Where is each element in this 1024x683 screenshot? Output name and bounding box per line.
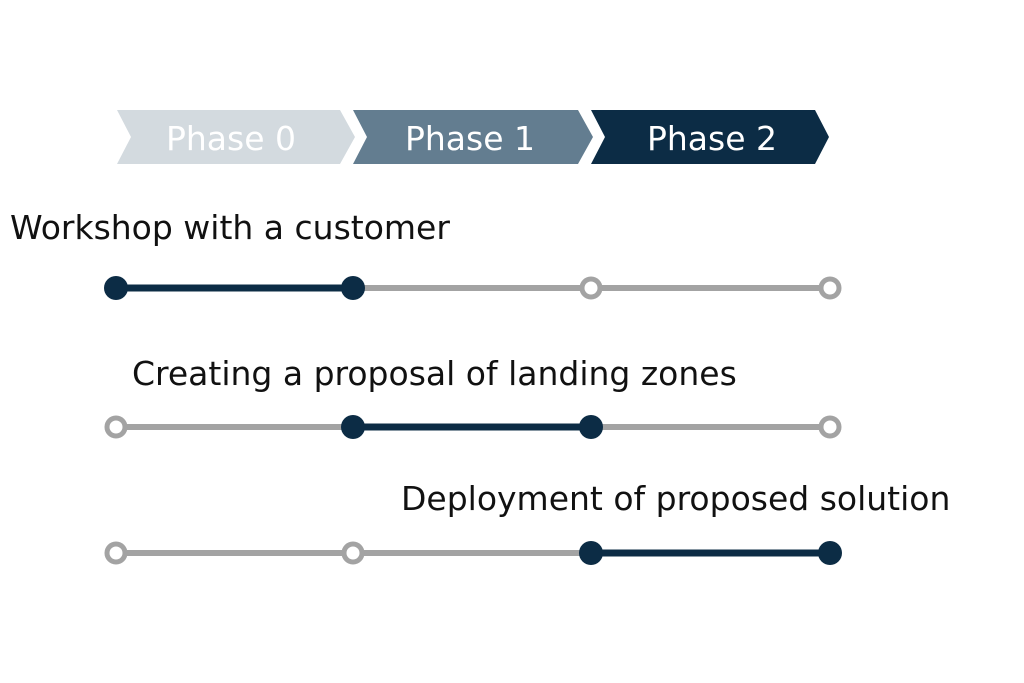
active-node xyxy=(341,415,365,439)
row-track xyxy=(104,415,842,439)
active-node xyxy=(818,541,842,565)
row-label: Creating a proposal of landing zones xyxy=(132,354,737,393)
inactive-node xyxy=(818,276,842,300)
phase-1-label: Phase 1 xyxy=(405,119,535,158)
row-deployment: Deployment of proposed solution xyxy=(104,479,950,565)
row-track xyxy=(104,541,842,565)
inactive-node xyxy=(341,541,365,565)
row-proposal: Creating a proposal of landing zones xyxy=(104,354,842,439)
row-track xyxy=(104,276,842,300)
active-node xyxy=(579,541,603,565)
phase-1-chevron xyxy=(353,110,593,164)
phase-0-chevron xyxy=(117,110,355,164)
inactive-node xyxy=(579,276,603,300)
inactive-node xyxy=(104,415,128,439)
row-label: Workshop with a customer xyxy=(10,208,450,247)
active-node xyxy=(341,276,365,300)
row-workshop: Workshop with a customer xyxy=(10,208,842,300)
row-label: Deployment of proposed solution xyxy=(401,479,950,518)
inactive-node xyxy=(104,541,128,565)
inactive-node xyxy=(818,415,842,439)
phase-2-chevron xyxy=(591,110,829,164)
phase-header: Phase 0 Phase 1 Phase 2 xyxy=(117,110,829,164)
active-node xyxy=(579,415,603,439)
phase-0-label: Phase 0 xyxy=(166,119,296,158)
phase-2-label: Phase 2 xyxy=(647,119,777,158)
active-node xyxy=(104,276,128,300)
